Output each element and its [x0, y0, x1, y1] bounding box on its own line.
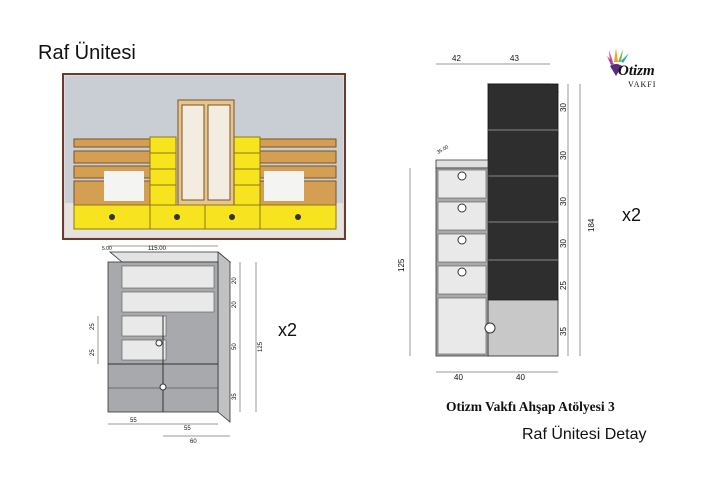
dim-shelf-h3: 30 [559, 197, 568, 206]
dim-right-h2: 20 [232, 301, 238, 308]
render-base-cabinets [73, 204, 337, 230]
dim-right-h1: 20 [232, 277, 238, 284]
render-image [62, 73, 346, 240]
render-drawer-towers [149, 136, 261, 206]
right-unit-drawing: 42 43 35.00 125 30 30 30 30 25 35 184 40… [397, 54, 596, 382]
dim-top-left: 42 [452, 54, 461, 63]
logo-subtext: VAKFI [628, 80, 657, 89]
dim-top-width: 115.00 [148, 246, 167, 252]
render-right-shelf [259, 138, 337, 206]
dim-bottom-left: 40 [454, 373, 463, 382]
dim-shelf-h5: 25 [559, 281, 568, 290]
dim-right-h3: 50 [232, 343, 238, 350]
dim-shelf-h1: 30 [559, 103, 568, 112]
page-title: Raf Ünitesi [38, 42, 136, 64]
dim-shelf-h4: 30 [559, 239, 568, 248]
left-unit-drawing: 5.00 115.00 20 20 50 125 35 25 25 55 55 … [90, 245, 264, 445]
dim-right-h4: 35 [232, 393, 238, 400]
dim-shelf-h2: 30 [559, 151, 568, 160]
right-drawer-tower [435, 159, 496, 357]
dim-top-right: 43 [510, 54, 519, 63]
left-unit-body [107, 251, 232, 423]
left-multiplier: x2 [278, 320, 298, 340]
dim-bottom-w3: 60 [190, 439, 197, 445]
right-dark-tower [487, 83, 559, 357]
logo-figure-icon [607, 48, 629, 76]
dim-total-height: 184 [587, 218, 596, 232]
left-dimension-lines [97, 245, 257, 437]
dim-left-height: 125 [397, 258, 406, 272]
dim-bottom-w2: 55 [184, 426, 191, 432]
dim-small-depth: 35.00 [436, 144, 450, 156]
dim-left-h2: 25 [90, 349, 96, 356]
dim-right-total: 125 [258, 341, 264, 352]
render-central-cabinet [177, 99, 235, 206]
workshop-title: Otizm Vakfı Ahşap Atölyesi 3 [446, 399, 615, 414]
dim-bottom-w1: 55 [130, 418, 137, 424]
dim-left-h1: 25 [90, 323, 96, 330]
dim-shelf-h6: 35 [559, 327, 568, 336]
logo-name: Otizm [618, 63, 655, 79]
detail-subtitle: Raf Ünitesi Detay [522, 426, 647, 443]
dim-bottom-right: 40 [516, 373, 525, 382]
dim-thickness: 5.00 [102, 246, 112, 252]
logo [604, 48, 634, 78]
right-dimension-lines [409, 63, 581, 373]
render-left-shelf [73, 138, 151, 206]
right-multiplier: x2 [622, 205, 642, 225]
